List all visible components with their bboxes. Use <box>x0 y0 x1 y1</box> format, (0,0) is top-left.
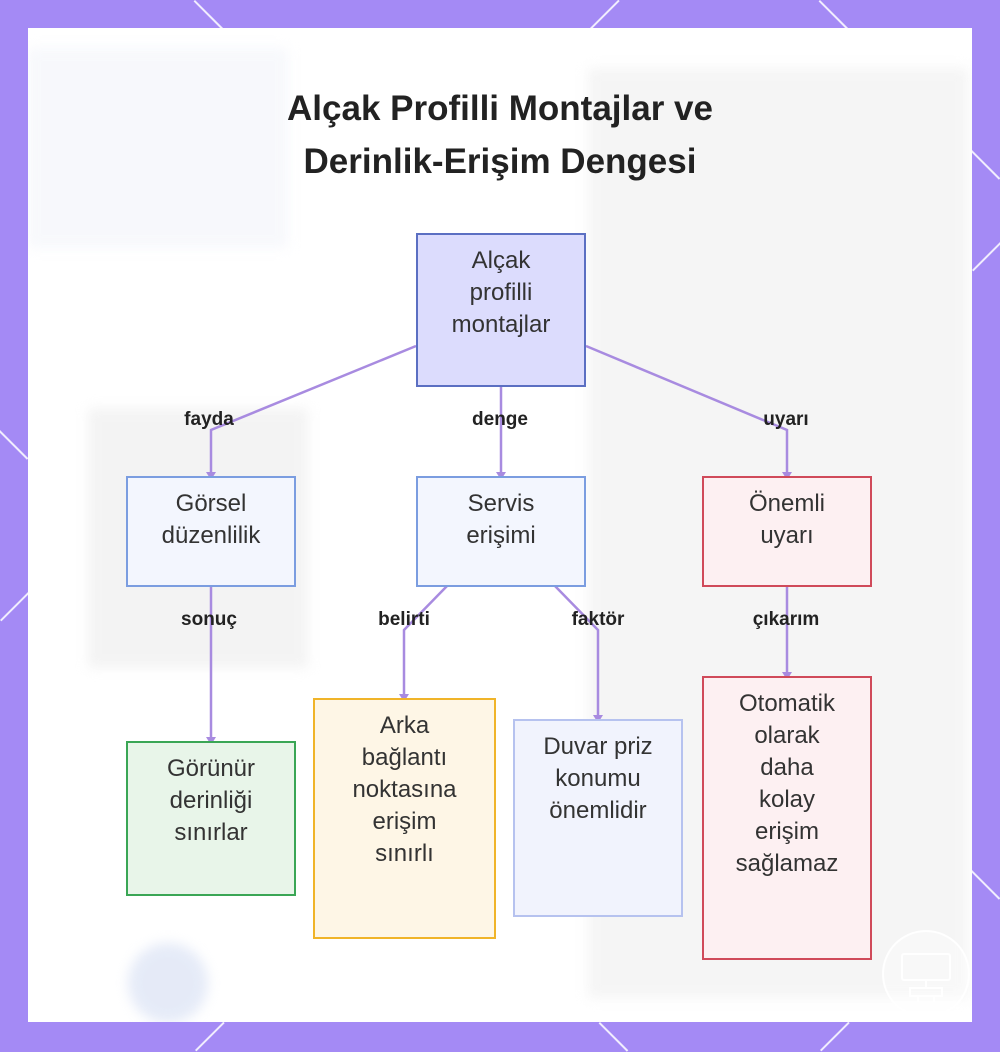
node-visual-regularity: Görsel düzenlilik <box>126 476 296 587</box>
node-line: Servis <box>467 490 535 517</box>
title-line-2: Derinlik-Erişim Dengesi <box>303 142 697 181</box>
node-line: derinliği <box>169 787 253 814</box>
node-line: profilli <box>469 279 533 306</box>
node-low-profile-mounts: Alçak profilli montajlar <box>416 233 586 387</box>
node-line: sınırlı <box>375 840 434 867</box>
node-no-easier-access: Otomatik olarak daha kolay erişim sağlam… <box>702 676 872 960</box>
node-line: noktasına <box>352 776 457 803</box>
edge-label-denge: denge <box>472 409 528 430</box>
node-line: Arka <box>379 712 430 739</box>
node-outlet-location: Duvar priz konumu önemlidir <box>513 719 683 917</box>
node-line: Görsel <box>175 490 247 517</box>
edge-label-belirti: belirti <box>378 609 430 630</box>
node-rear-access-limited: Arka bağlantı noktasına erişim sınırlı <box>313 698 496 939</box>
edge-label-sonuc: sonuç <box>181 609 237 630</box>
node-line: Önemli <box>748 490 826 517</box>
connector-faktor <box>554 585 600 717</box>
node-line: montajlar <box>451 311 551 338</box>
connector-fayda <box>209 344 417 474</box>
connector-belirti <box>402 585 448 696</box>
node-line: konumu <box>555 765 641 792</box>
node-line: düzenlilik <box>161 522 261 549</box>
tv-stand-icon-graphic <box>901 953 951 1002</box>
node-line: erişimi <box>466 522 536 549</box>
node-line: sınırlar <box>174 819 248 846</box>
node-line: Duvar priz <box>543 733 653 760</box>
node-service-access: Servis erişimi <box>416 476 586 587</box>
background-shape <box>128 943 208 1022</box>
tv-stand-icon <box>882 930 970 1018</box>
node-line: bağlantı <box>361 744 448 771</box>
node-limits-depth: Görünür derinliği sınırlar <box>126 741 296 896</box>
diagram-title: Alçak Profilli Montajlar ve Derinlik-Eri… <box>0 82 1000 188</box>
edge-label-uyari: uyarı <box>763 409 809 430</box>
node-line: Görünür <box>166 755 256 782</box>
edge-label-cikarim: çıkarım <box>752 609 820 630</box>
background-shape <box>28 48 288 248</box>
node-line: kolay <box>758 786 816 813</box>
node-line: Alçak <box>471 247 531 274</box>
node-line: uyarı <box>760 522 814 549</box>
node-important-warning: Önemli uyarı <box>702 476 872 587</box>
node-line: Otomatik <box>738 690 836 717</box>
node-line: olarak <box>754 722 820 749</box>
node-line: önemlidir <box>549 797 647 824</box>
edge-label-fayda: fayda <box>184 409 234 430</box>
node-line: erişim <box>755 818 819 845</box>
edge-label-faktor: faktör <box>571 609 625 630</box>
node-line: daha <box>760 754 814 781</box>
title-line-1: Alçak Profilli Montajlar ve <box>287 89 713 128</box>
node-line: erişim <box>372 808 437 835</box>
node-line: sağlamaz <box>735 850 839 877</box>
connector-uyari <box>585 344 789 474</box>
